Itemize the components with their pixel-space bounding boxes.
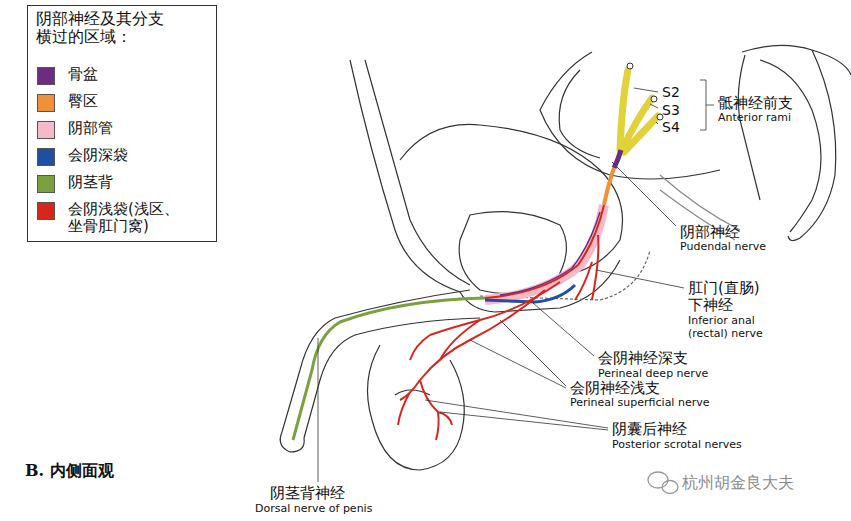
legend-swatch [37,67,55,85]
legend-swatch [37,175,55,193]
structure-label: 骶神经前支 [718,95,793,112]
structure-label: 会阴神经浅支 [570,380,660,397]
watermark: 杭州胡金良大夫 [682,474,794,492]
structure-label: Anterior rami [718,112,791,125]
structure-label: 阴囊后神经 [612,421,687,438]
legend-swatch [37,94,55,112]
legend-text: 臀区 [68,93,188,110]
structure-label: Posterior scrotal nerves [612,439,742,452]
legend-swatch [37,202,55,220]
structure-label: 阴茎背神经 [270,485,345,502]
structure-label: Inferior anal (rectal) nerve [688,315,770,340]
structure-label: 肛门(直肠) 下神经 [688,280,770,315]
sacral-level: S4 [662,119,680,135]
structure-label: 会阴神经深支 [598,350,688,367]
legend-swatch [37,148,55,166]
legend-heading: 阴部神经及其分支 横过的区域： [36,10,171,47]
structure-label: Perineal superficial nerve [570,397,709,410]
structure-label: 阴部神经 [680,224,740,241]
sacral-level: S2 [662,84,680,100]
legend-swatch [37,121,55,139]
legend-text: 会阴深袋 [68,147,188,164]
view-caption: B. 内侧面观 [25,462,114,480]
structure-label: Perineal deep nerve [598,368,708,381]
legend-text: 会阴浅袋(浅区、 坐骨肛门窝) [68,201,188,236]
legend-text: 骨盆 [68,66,188,83]
legend-text: 阴茎背 [68,174,188,191]
structure-label: Pudendal nerve [680,241,766,254]
legend-text: 阴部管 [68,120,188,137]
sacral-level: S3 [662,102,680,118]
structure-label: Dorsal nerve of penis [255,503,372,516]
